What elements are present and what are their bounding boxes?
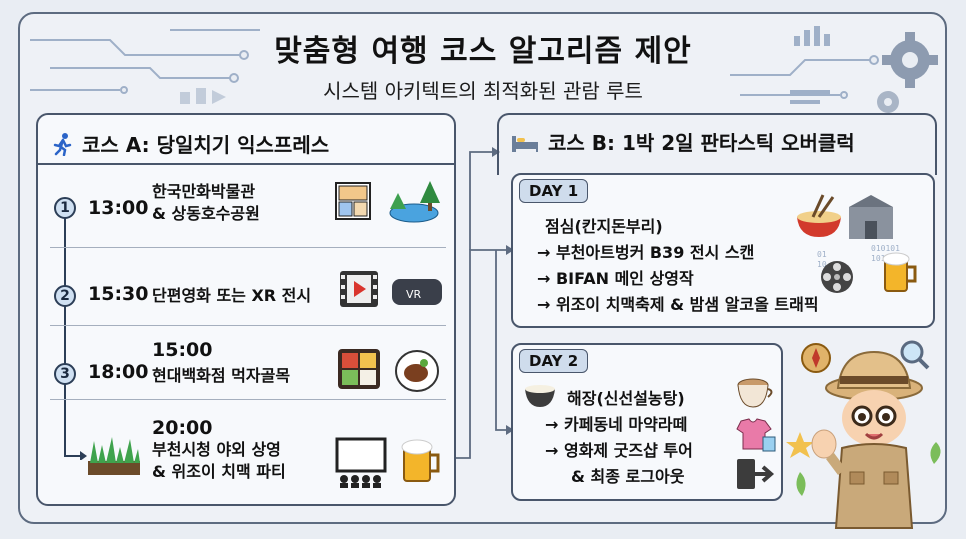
stop-number-3: 3 [54,363,76,385]
explorer-mascot [786,340,941,529]
lake-park-icon [389,181,440,223]
day1-item-2: → 부천아트벙커 B39 전시 스캔 [537,243,755,262]
bed-icon [512,135,538,152]
day1-box: DAY 1 점심(칸지돈부리) → 부천아트벙커 B39 전시 스캔 → BIF… [511,173,935,328]
course-b-header: 코스 B: 1박 2일 판타스틱 오버클럭 [510,127,855,156]
beer-mug-icon [401,439,440,482]
day1-tag: DAY 1 [519,179,589,203]
stop-time-1: 13:00 [88,197,149,219]
stop-desc-4-line1: 부천시청 야외 상영 [152,440,281,459]
tshirt-goods-icon [736,418,776,452]
grass-icon [88,437,140,475]
stop-time-3-alt: 15:00 [152,339,213,361]
comic-book-icon [335,182,371,220]
film-reel-icon: 01 10 [817,250,853,293]
lunchbox-icon [338,349,380,389]
course-a-title: 코스 A: 당일치기 익스프레스 [82,133,330,157]
day1-item-3: → BIFAN 메인 상영작 [537,269,694,288]
stop-time-2: 15:30 [88,283,149,305]
noodle-bowl-icon [797,194,841,237]
soup-bowl-icon [525,385,555,407]
day2-item-3: → 영화제 굿즈샵 투어 [545,441,693,460]
binary-text-3: 010101 [871,244,900,253]
course-b-panel [497,113,937,175]
day2-item-4: & 최종 로그아웃 [571,467,685,486]
stop-number-2: 2 [54,285,76,307]
day1-item-4: → 위조이 치맥축제 & 밤샘 알코올 트래픽 [537,295,819,314]
logout-icon [737,459,775,489]
stop-desc-1: 한국만화박물관 & 상동호수공원 [152,181,260,225]
stop-time-4: 20:00 [152,417,213,439]
course-a-panel: 코스 A: 당일치기 익스프레스 1 13:00 한국만화박물관 & 상동호수공… [36,113,456,506]
stop-desc-1-line2: & 상동호수공원 [152,204,260,223]
binary-text-1: 01 [817,250,827,259]
day2-tag: DAY 2 [519,349,589,373]
star-icon [786,432,814,458]
magnifier-icon [900,340,930,370]
binary-text-4: 1011 [871,254,890,263]
running-person-icon [53,132,72,156]
beer-mug-icon-2: 010101 1011 [871,244,917,292]
binary-text-2: 10 [817,260,827,269]
day2-item-1: 해장(신선설농탕) [567,389,685,408]
stop-desc-3: 현대백화점 먹자골목 [152,366,291,385]
day2-box: DAY 2 해장(신선설농탕) → 카페동네 마약라떼 → 영화제 굿즈샵 투어… [511,343,783,501]
day1-item-1: 점심(칸지돈부리) [545,217,663,236]
page-title: 맞춤형 여행 코스 알고리즘 제안 [274,34,692,69]
course-a-header: 코스 A: 당일치기 익스프레스 [50,129,329,158]
bunker-building-icon [849,195,893,239]
stop-desc-2: 단편영화 또는 XR 전시 [152,286,312,305]
stop-desc-1-line1: 한국만화박물관 [152,182,256,201]
steak-plate-icon [395,350,439,392]
stop-number-1: 1 [54,197,76,219]
stop-time-3: 18:00 [88,361,149,383]
stop-desc-4-line2: & 위조이 치맥 파티 [152,462,286,481]
page-subtitle: 시스템 아키텍트의 최적화된 관람 루트 [323,79,643,103]
flow-connector [456,147,514,459]
course-b-title: 코스 B: 1박 2일 판타스틱 오버클럭 [548,131,855,155]
vr-label: VR [406,288,422,301]
film-play-icon [340,271,378,307]
outdoor-screen-icon [335,437,387,488]
latte-cup-icon [737,378,773,408]
stop-desc-4: 부천시청 야외 상영 & 위조이 치맥 파티 [152,439,286,483]
vr-headset-icon: VR [392,279,442,305]
circuit-decoration-left [30,29,260,104]
circuit-decoration-right [730,26,938,113]
day2-item-2: → 카페동네 마약라떼 [545,415,688,434]
